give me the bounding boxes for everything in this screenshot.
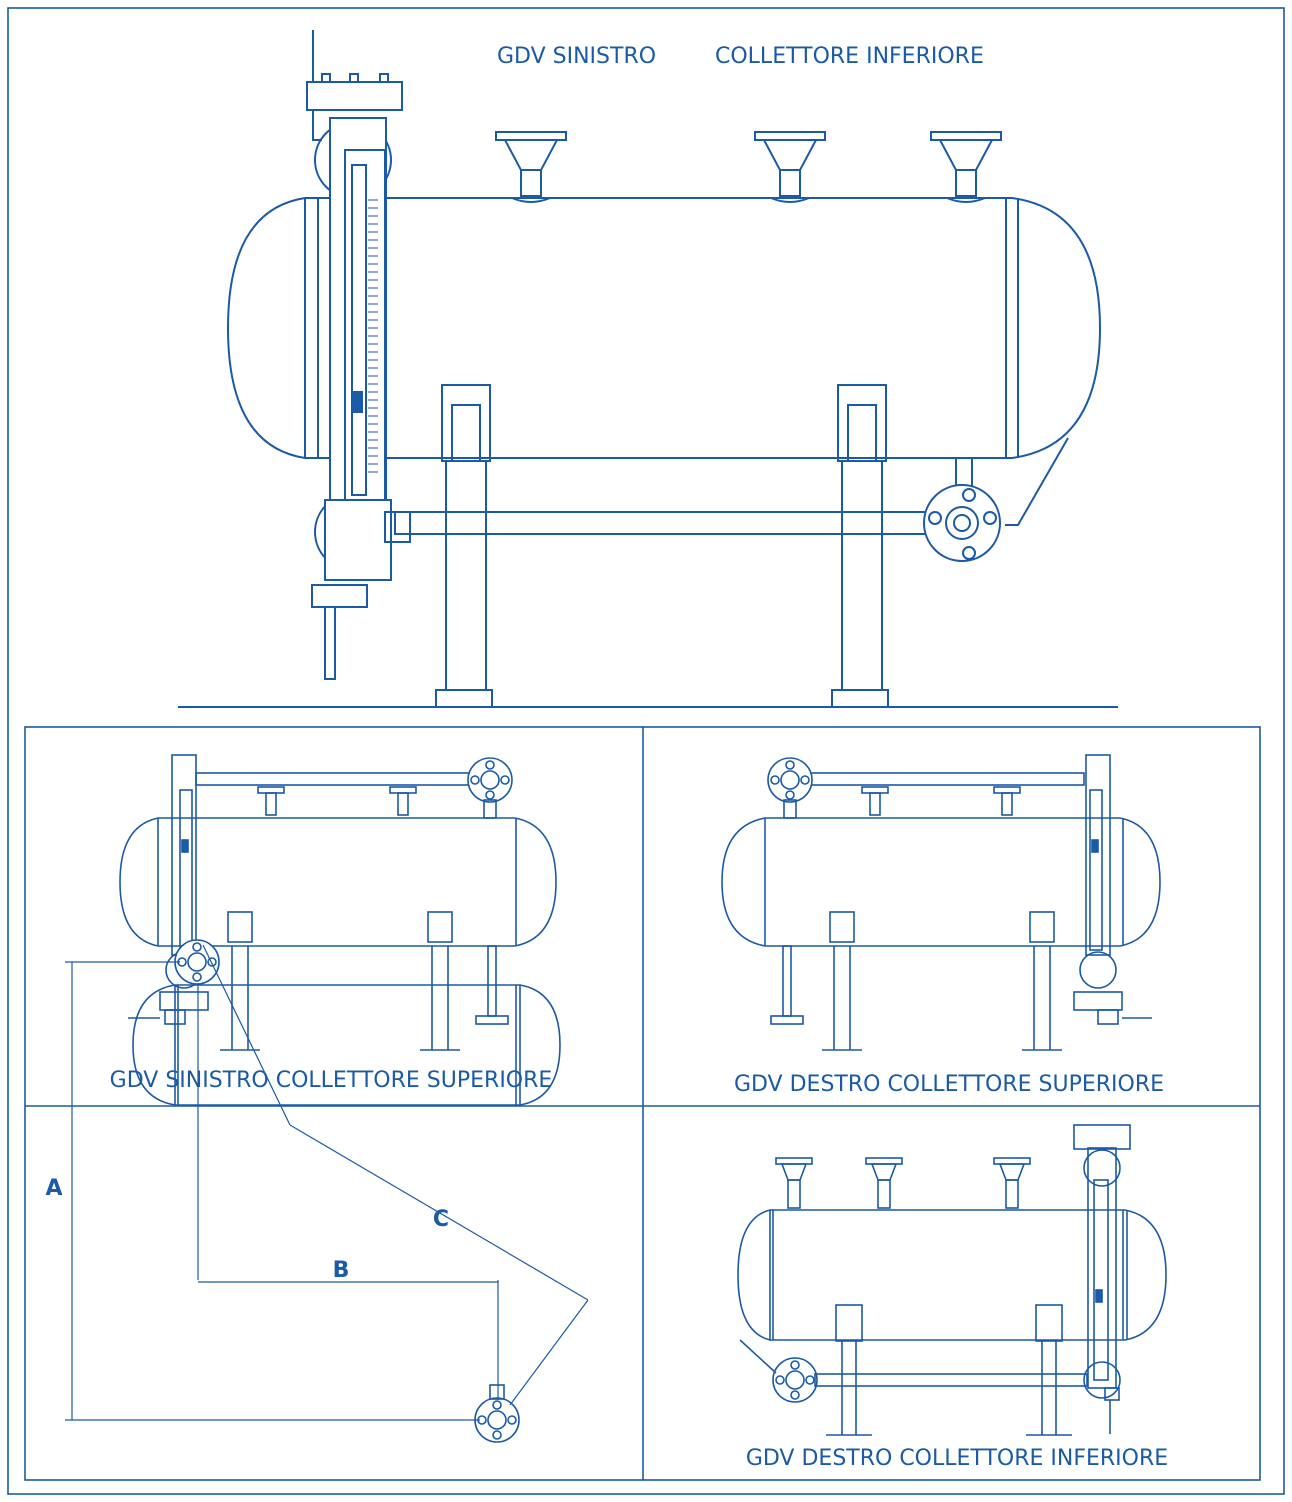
outer-border (7, 7, 1285, 1495)
top-nozzle (495, 131, 567, 203)
dimension-a-label: A (45, 1176, 62, 1201)
support-leg (435, 384, 493, 708)
panel-bottom-right-drawing (737, 1124, 1167, 1436)
panel-top-right-drawing (721, 754, 1161, 1051)
caption-bottom-right: GDV DESTRO COLLETTORE INFERIORE (746, 1446, 1168, 1471)
level-gauge (306, 30, 411, 680)
main-label-collector: COLLETTORE INFERIORE (715, 44, 984, 69)
top-nozzle (754, 131, 826, 203)
dimension-b-label: B (333, 1258, 350, 1283)
main-label-side: GDV SINISTRO (497, 44, 656, 69)
caption-top-right: GDV DESTRO COLLETTORE SUPERIORE (734, 1072, 1164, 1097)
main-vessel-drawing (178, 30, 1118, 708)
panel-top-left-drawing (119, 754, 557, 1051)
gauge-scale (368, 199, 378, 473)
panel-dimension-drawing (65, 939, 589, 1443)
support-leg (831, 384, 889, 708)
caption-top-left: GDV SINISTRO COLLETTORE SUPERIORE (110, 1068, 553, 1093)
top-nozzle (930, 131, 1002, 203)
dimension-c-label: C (433, 1207, 449, 1232)
